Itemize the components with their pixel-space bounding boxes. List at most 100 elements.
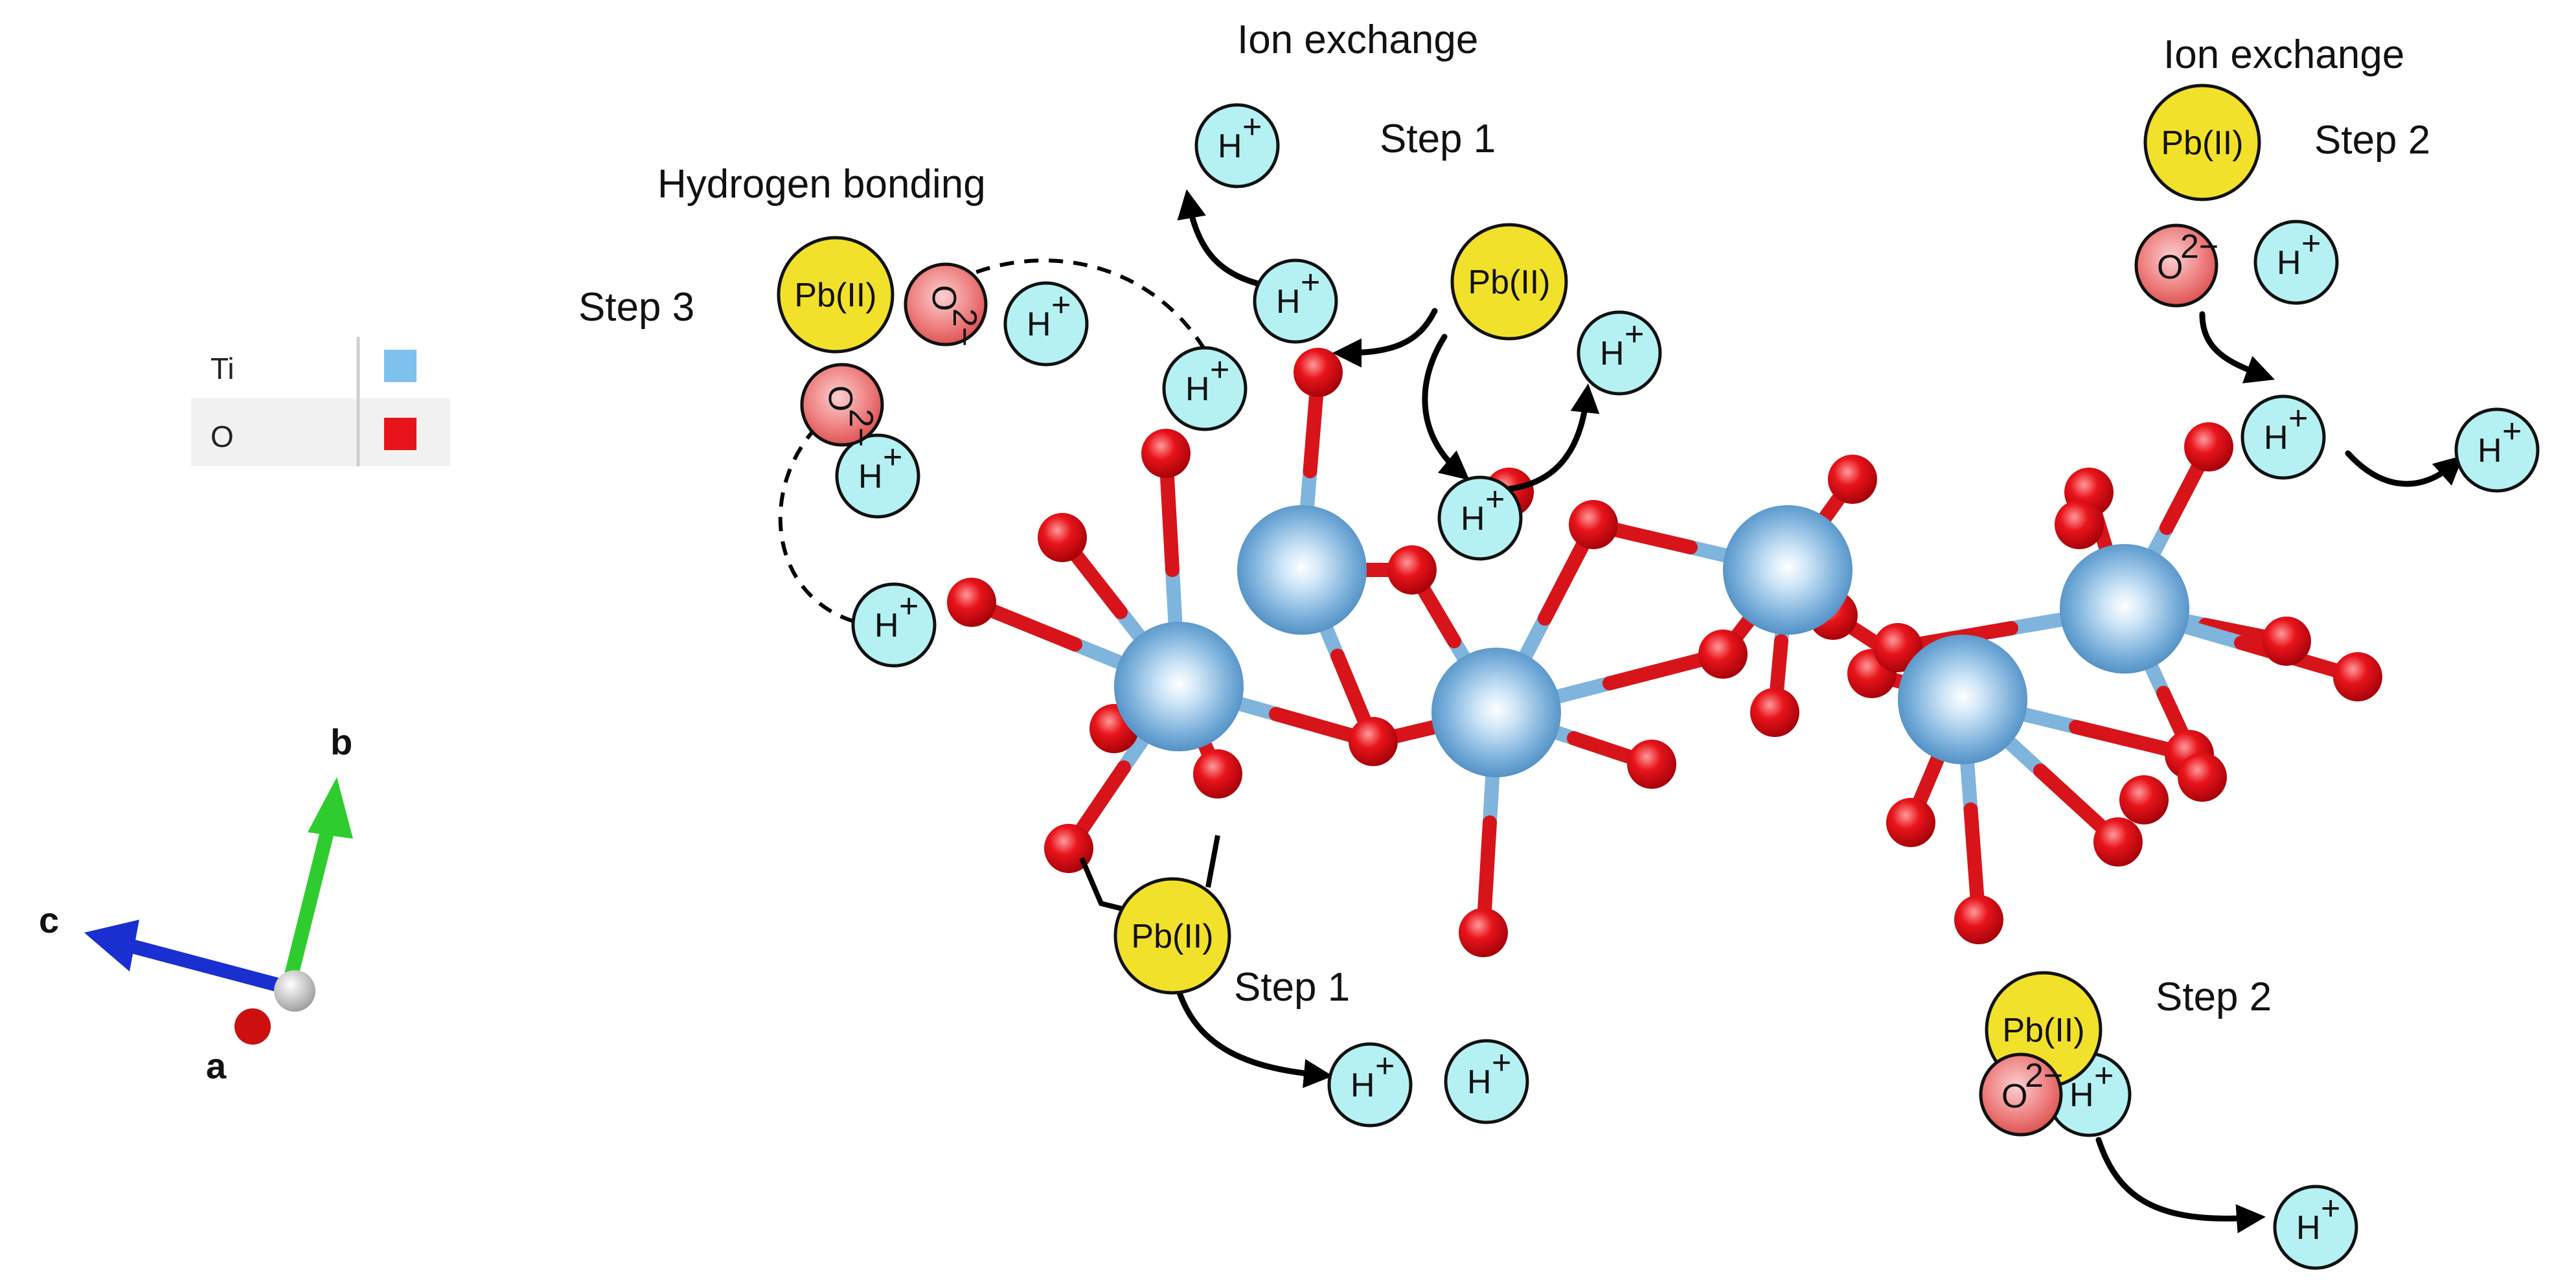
oxygen-atom [2119,775,2169,824]
legend-swatch-o [384,418,416,450]
hydrogen-ion-charge: + [1492,1044,1511,1082]
hydrogen-ion-label: H [1276,283,1301,321]
lead-ion-label: Pb(II) [794,277,876,314]
titanium-atom [1723,505,1852,635]
axis-b-label: b [330,721,352,762]
oxygen-atom [1886,798,1935,847]
hydrogen-ion-label: H [2478,432,2502,470]
hydrogen-ion: H+ [1162,346,1248,431]
hydrogen-ion-label: H [2069,1076,2094,1114]
hydrogen-ion-charge: + [883,438,902,476]
oxygen-atom [2262,617,2311,666]
legend-swatch-ti [384,350,416,382]
hydrogen-ion-label: H [1461,500,1485,538]
oxide-ion-charge: 2− [2180,228,2218,266]
axis-c-arrow [128,938,290,995]
hydrogen-ion: H+ [1437,475,1523,561]
lead-ion-label: Pb(II) [1468,264,1550,301]
oxygen-atom [1459,908,1508,957]
hydrogen-ion: H+ [1194,103,1280,188]
oxygen-atom [1954,895,2003,944]
hydrogen-ion: H+ [1577,310,1662,396]
hydrogen-ion-label: H [874,607,899,644]
legend-label-ti: Ti [211,352,234,385]
oxygen-atom [1569,500,1618,549]
oxide-ion: O2− [904,262,988,346]
lead-ion: Pb(II) [777,236,895,354]
oxygen-atom [1627,740,1676,789]
oxygen-atom [1141,429,1191,478]
titanium-atoms [1114,505,2189,777]
hydrogen-ion-label: H [1185,370,1210,408]
hydrogen-ion: H+ [1327,1042,1413,1128]
hydrogen-ion: H+ [2240,394,2326,480]
hydrogen-ion: H+ [851,582,937,668]
lead-ion: Pb(II) [1450,223,1568,341]
titanium-atom [1431,648,1561,777]
oxide-ion-label: O [2157,249,2183,286]
arrow-h-release-bottom-right [2095,1137,2266,1234]
arrow-h-release-bottom [1176,988,1333,1088]
oxide-ion-label: O [925,285,963,311]
hydrogen-ion-charge: + [2288,400,2308,437]
hydrogen-ion: H+ [2273,1185,2358,1270]
arrow-pb-to-h-lower [1422,334,1470,481]
titanium-atom [2060,544,2189,674]
hydrogen-ion-charge: + [2094,1057,2114,1095]
oxygen-atom [947,578,996,627]
hydrogen-ion-charge: + [2301,225,2321,262]
hydrogen-ion-label: H [2264,419,2288,457]
oxygen-atom [1828,455,1877,504]
arrow-step2-top-to-h [2199,311,2275,383]
pb-bond-bottom-up [1205,835,1220,888]
lead-ion: Pb(II) [1113,877,1231,995]
axis-c-arrowhead [84,920,139,971]
titanium-atom [1898,635,2027,764]
oxygen-atom [1698,630,1748,679]
axis-origin-ball [274,970,315,1012]
lead-ion: Pb(II) [2143,84,2261,201]
lead-ion-label: Pb(II) [2002,1012,2084,1049]
step1-bottom-label: Step 1 [1234,965,1350,1010]
ion-exchange-label-2: Ion exchange [2163,32,2404,77]
hydrogen-ion: H+ [2454,407,2540,493]
hydrogen-ion-charge: + [1210,351,1229,389]
legend-label-o: O [211,420,234,453]
hydrogen-ion: H+ [1253,258,1338,344]
hydrogen-ion-label: H [2296,1209,2321,1247]
hydrogen-ion-label: H [1218,128,1242,165]
titanium-atom [1237,505,1367,635]
hydrogen-ion-charge: + [1485,481,1505,518]
oxygen-atom [2333,652,2382,701]
axis-c-label: c [39,900,59,940]
oxygen-atom [1193,749,1242,799]
oxygen-atom [1387,545,1437,595]
hydrogen-ion-charge: + [1051,286,1071,324]
oxide-ion: O2− [1979,1052,2063,1137]
hydrogen-ion: H+ [2253,220,2339,305]
oxygen-atom [1873,623,1922,672]
axis-a-label: a [206,1045,227,1086]
hydrogen-bond-dashed-top [931,258,1207,351]
axis-triad: b c a [39,721,353,1086]
oxide-ion-charge: 2− [946,308,983,346]
tio2-structure [947,348,2382,957]
hydrogen-ion-label: H [1467,1063,1492,1101]
oxygen-atom [1750,688,1799,737]
oxygen-atom [2093,817,2143,867]
hydrogen-ion: H+ [1003,281,1089,367]
oxide-ion-charge: 2− [842,409,880,447]
ion-spheres: H+H+H+H+H+H+H+H+H+H+H+H+H+H+H+Pb(II)Pb(I… [777,84,2540,1270]
hydrogen-ion: H+ [1444,1039,1529,1124]
hydrogen-ion-charge: + [1624,315,1644,353]
arrow-pb-to-oxygen [1332,308,1438,368]
titanium-atom [1114,622,1244,751]
hydrogen-ion-label: H [1600,335,1624,372]
hydrogen-ion-charge: + [1301,264,1320,301]
hydrogen-ion-charge: + [2502,413,2522,450]
oxide-ion-label: O [821,385,859,411]
oxygen-atom [2184,422,2233,471]
hydrogen-ion-label: H [2277,244,2301,282]
oxide-ion: O2− [2134,223,2218,308]
